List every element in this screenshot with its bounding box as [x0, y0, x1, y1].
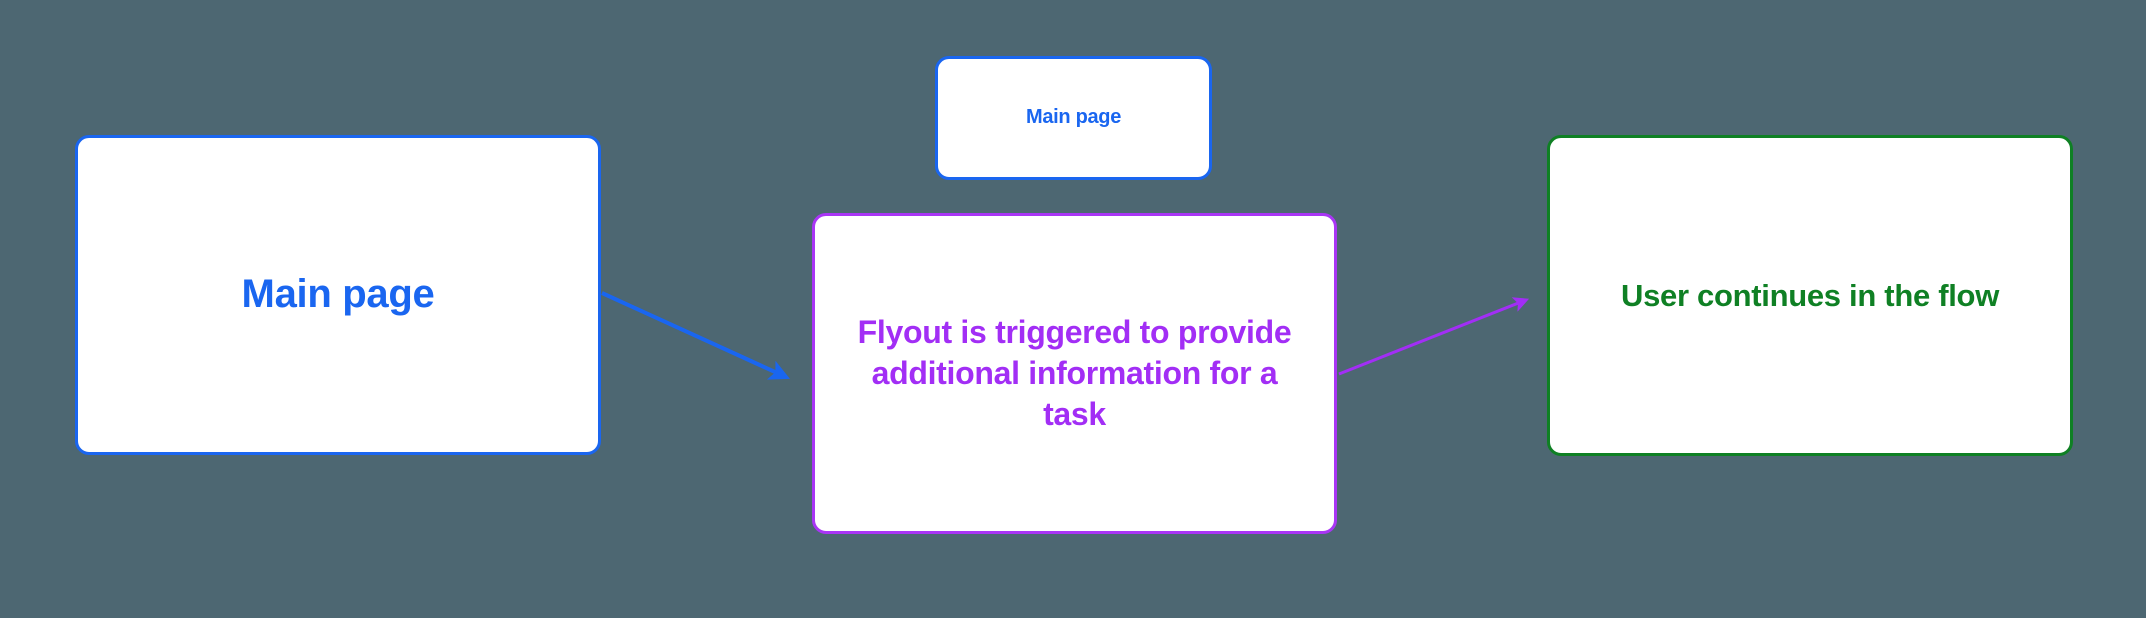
connector-flyout-to-user-flow [1338, 297, 1530, 376]
node-main-page-large[interactable]: Main page [75, 135, 601, 455]
node-main-page-small[interactable]: Main page [935, 56, 1212, 180]
node-flyout[interactable]: Flyout is triggered to provide additiona… [812, 213, 1337, 534]
node-flyout-label: Flyout is triggered to provide additiona… [857, 314, 1292, 432]
node-main-page-small-label: Main page [1025, 106, 1122, 129]
connector-main-page-to-flyout [601, 291, 791, 380]
node-main-page-large-label: Main page [241, 272, 435, 317]
node-user-flow-label: User continues in the flow [1620, 277, 2000, 313]
node-user-flow[interactable]: User continues in the flow [1547, 135, 2073, 456]
